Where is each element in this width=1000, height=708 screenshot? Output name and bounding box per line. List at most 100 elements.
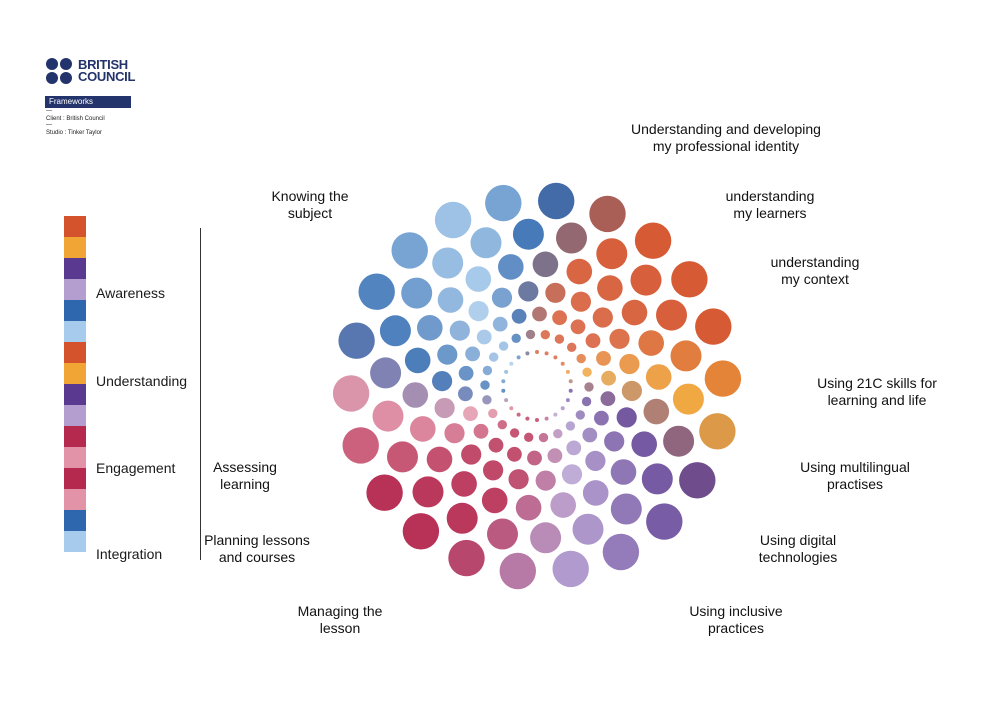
legend-swatch [64,363,86,384]
wheel-dot [570,319,586,335]
meta-dash-1: — [46,108,52,114]
wheel-dot [448,539,485,577]
wheel-dot [516,412,521,417]
wheel-dot [358,273,395,310]
label-knowing-subject: Knowing the subject [271,188,349,221]
wheel-dot [584,382,594,392]
wheel-dot [410,416,436,442]
wheel-dot [498,341,509,351]
legend-swatch [64,426,86,447]
label-digital-technologies: Using digital technologies [758,532,838,565]
wheel-dot [444,423,465,444]
wheel-dot [582,427,598,443]
logo-line-2: COUNCIL [78,69,136,84]
legend-swatch [64,300,86,321]
wheel-dot [645,364,672,390]
wheel-dot [449,320,470,341]
legend-swatch [64,258,86,279]
logo-wordmark: BRITISH COUNCIL [78,58,136,84]
legend-swatch [64,447,86,468]
legend-swatch [64,237,86,258]
client-credit: Client : British Council [46,116,105,122]
wheel-dot [566,440,582,456]
wheel-dot [672,383,704,415]
studio-credit: Studio : Tinker Taylor [46,130,102,136]
wheel-dot [470,227,502,259]
legend-swatch [64,405,86,426]
wheel-dot [332,375,370,412]
legend-label-understanding: Understanding [96,373,188,389]
wheel-dot [432,371,453,392]
wheel-dot [646,503,683,540]
wheel-dot [547,448,563,464]
wheel-dot [525,351,530,356]
wheel-dot [465,346,480,362]
label-managing-lesson: Managing the lesson [297,603,383,636]
wheel-dot [483,460,504,481]
wheel-dot [401,277,433,309]
wheel-dot [553,429,563,439]
wheel-dot [498,254,524,280]
wheel-dot [699,413,736,450]
wheel-dot [437,287,464,313]
wheel-dot [527,450,542,466]
wheel-dot [509,361,514,366]
wheel-dot [585,450,606,471]
wheel-dot [560,406,565,411]
frameworks-tag: Frameworks [45,96,131,108]
wheel-dot [670,340,702,372]
wheel-dot [535,418,539,422]
wheel-dot [597,275,623,301]
wheel-dot [391,232,428,269]
wheel-dot [530,522,562,554]
wheel-dot [544,351,549,356]
legend-label-integration: Integration [96,546,163,562]
wheel-dot [535,350,539,354]
label-multilingual: Using multilingual practises [800,459,910,492]
wheel-dot [634,222,672,259]
wheel-dot [553,412,558,417]
wheel-dot [630,264,662,296]
legend-swatch [64,342,86,363]
wheel-dot [492,316,508,332]
wheel-dot [596,238,628,270]
wheel-dot [540,330,550,340]
wheel-dot [501,379,506,384]
wheel-dot [501,388,506,393]
wheel-dot [404,347,431,374]
wheel-dot [568,388,573,393]
wheel-dot [560,361,565,366]
wheel-dot [576,353,586,364]
wheel-dot [621,299,648,326]
wheel-dot [504,398,509,403]
wheel-dot [585,333,601,349]
label-21c-skills: Using 21C skills for learning and life [817,375,937,408]
wheel-dot [432,247,464,279]
label-professional-identity: Understanding and developing my professi… [631,121,821,154]
wheel-dot [489,352,499,362]
wheel-dot [532,306,547,322]
wheel-dot [592,307,613,328]
wheel-dot [656,299,687,331]
wheel-dot [511,333,521,343]
wheel-dot [565,421,576,431]
wheel-dot [581,396,592,407]
wheel-dot [568,379,573,384]
wheel-dot [610,459,637,485]
legend-swatch [64,216,86,237]
wheel-dot [616,407,637,428]
legend-swatch [64,321,86,342]
wheel-dot [426,446,453,473]
wheel-dot [610,493,642,525]
wheel-dot [621,380,643,401]
label-assessing-learning: Assessing learning [213,459,277,492]
wheel-dot [589,195,626,233]
wheel-dot [567,342,577,352]
wheel-dot [488,408,498,419]
wheel-dot [412,476,444,508]
wheel-dot [458,386,473,402]
wheel-dot [602,533,640,571]
wheel-dot [366,474,403,511]
wheel-dot [465,266,492,292]
